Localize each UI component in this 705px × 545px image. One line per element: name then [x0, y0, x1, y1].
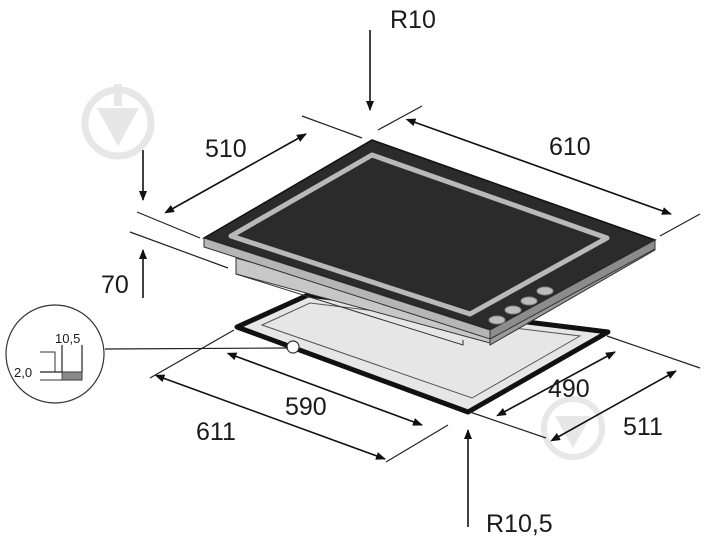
- hob-height-label: 70: [101, 271, 129, 299]
- hob-depth-label: 510: [205, 135, 247, 163]
- detail-step-label: 10,5: [55, 331, 80, 346]
- control-knob-icon: [488, 315, 506, 325]
- edge-detail-callout: 10,5 2,0: [5, 304, 105, 404]
- dimension-arrows: [139, 30, 677, 527]
- bottom-radius-label: R10,5: [486, 510, 553, 538]
- top-radius-label: R10: [390, 6, 436, 34]
- watermark-icon-top: [81, 84, 155, 160]
- hob-glass-top: [202, 139, 657, 340]
- outer-width-label: 611: [196, 418, 236, 446]
- detail-thickness-label: 2,0: [14, 365, 32, 380]
- dimension-labels: R10 510 610 70 590 490 611 511 R10,5: [101, 6, 663, 538]
- control-knob-icon: [536, 286, 554, 296]
- control-knob-icon: [520, 296, 538, 306]
- cutout-depth-label: 490: [548, 375, 590, 403]
- control-knob-icon: [504, 305, 522, 315]
- outer-depth-label: 511: [623, 413, 663, 441]
- cutout-width-label: 590: [285, 393, 327, 421]
- hob-width-label: 610: [549, 133, 591, 161]
- extension-lines: [104, 105, 701, 463]
- corner-detail-marker: [286, 340, 300, 354]
